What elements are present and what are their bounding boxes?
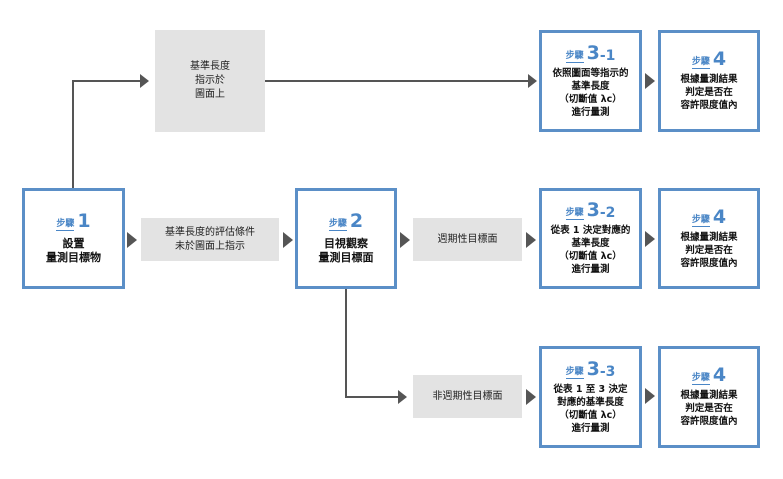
step-4-label: 步驟 4 (691, 48, 727, 70)
step-4-text: 根據量測結果 判定是否在 容許限度值內 (680, 390, 738, 427)
step-4-box-middle: 步驟 4 根據量測結果 判定是否在 容許限度值內 (658, 188, 760, 289)
step-number: 4 (712, 364, 727, 386)
step-1-box: 步驟 1 設置 量測目標物 (22, 188, 125, 289)
step-number: 4 (712, 48, 727, 70)
arrowhead-step1-to-mid (127, 232, 137, 248)
step-sub-number: -3 (599, 363, 616, 380)
connector-step1-to-top (72, 80, 140, 188)
step-number: 3 (586, 357, 600, 380)
condition-periodic-surface: 週期性目標面 (413, 218, 522, 261)
step-3-3-label: 步驟 3 -3 (565, 357, 616, 380)
step-4-box-bottom: 步驟 4 根據量測結果 判定是否在 容許限度值內 (658, 346, 760, 448)
arrowhead-periodic-to-step3-2 (526, 232, 536, 248)
arrowhead-step3-3-to-4 (645, 388, 655, 404)
step-3-2-text: 從表 1 決定對應的 基準長度 （切斷值 λc） 進行量測 (550, 225, 631, 275)
step-3-2-box: 步驟 3 -2 從表 1 決定對應的 基準長度 （切斷值 λc） 進行量測 (539, 188, 642, 289)
arrowhead-mid-to-step2 (283, 232, 293, 248)
step-word: 步驟 (56, 219, 75, 231)
step-sub-number: -1 (599, 47, 616, 64)
step-1-text: 設置 量測目標物 (46, 237, 101, 264)
arrowhead-to-nonperiodic (398, 390, 407, 404)
step-1-label: 步驟 1 (56, 210, 91, 232)
step-2-text: 目視觀察 量測目標面 (318, 237, 374, 264)
arrowhead-step2-to-periodic (400, 232, 410, 248)
step-number: 1 (77, 210, 91, 232)
step-word: 步驟 (565, 366, 584, 379)
step-word: 步驟 (691, 373, 710, 385)
step-word: 步驟 (565, 50, 584, 63)
connector-step2-to-nonperiodic (345, 289, 398, 398)
arrowhead-step3-1-to-4 (645, 73, 655, 89)
step-3-1-label: 步驟 3 -1 (565, 41, 616, 64)
step-number: 3 (586, 41, 600, 64)
step-4-text: 根據量測結果 判定是否在 容許限度值內 (680, 74, 738, 111)
step-word: 步驟 (565, 208, 584, 220)
step-number: 4 (712, 205, 727, 228)
condition-nonperiodic-surface: 非週期性目標面 (413, 375, 522, 418)
step-word: 步驟 (691, 57, 710, 69)
arrowhead-to-top-condition (140, 74, 149, 88)
step-3-3-box: 步驟 3 -3 從表 1 至 3 決定 對應的基準長度 （切斷值 λc） 進行量… (539, 346, 642, 448)
step-3-1-box: 步驟 3 -1 依照圖面等指示的 基準長度 （切斷值 λc） 進行量測 (539, 30, 642, 132)
step-2-box: 步驟 2 目視觀察 量測目標面 (295, 188, 397, 289)
step-3-2-label: 步驟 3 -2 (565, 199, 616, 221)
arrowhead-nonperiodic-to-step3-3 (526, 389, 536, 405)
step-4-label: 步驟 4 (691, 205, 727, 228)
condition-not-specified: 基準長度的評估條件 未於圖面上指示 (141, 218, 279, 261)
step-4-label: 步驟 4 (691, 364, 727, 386)
arrowhead-to-step3-1 (528, 74, 537, 88)
step-4-text: 根據量測結果 判定是否在 容許限度值內 (680, 231, 738, 269)
step-3-1-text: 依照圖面等指示的 基準長度 （切斷值 λc） 進行量測 (552, 67, 629, 118)
arrowhead-step3-2-to-4 (645, 231, 655, 247)
step-2-label: 步驟 2 (328, 210, 364, 232)
step-word: 步驟 (328, 219, 347, 231)
step-word: 步驟 (691, 214, 710, 227)
condition-drawing-specified: 基準長度 指示於 圖面上 (155, 30, 265, 132)
step-number: 2 (349, 210, 364, 232)
step-3-3-text: 從表 1 至 3 決定 對應的基準長度 （切斷值 λc） 進行量測 (553, 383, 628, 434)
step-4-box-top: 步驟 4 根據量測結果 判定是否在 容許限度值內 (658, 30, 760, 132)
step-number: 3 (586, 199, 600, 221)
step-sub-number: -2 (599, 205, 616, 221)
